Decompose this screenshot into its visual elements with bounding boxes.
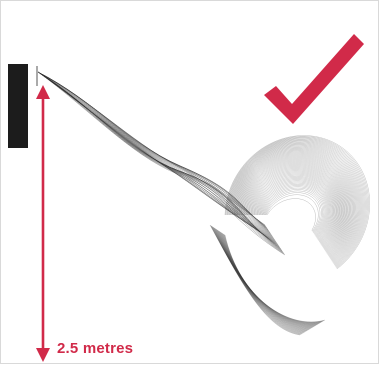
wall-block	[8, 64, 28, 148]
double-arrow-icon	[36, 85, 50, 362]
cough-plume	[38, 72, 370, 335]
distance-label: 2.5 metres	[57, 340, 133, 357]
checkmark-icon	[264, 34, 364, 124]
